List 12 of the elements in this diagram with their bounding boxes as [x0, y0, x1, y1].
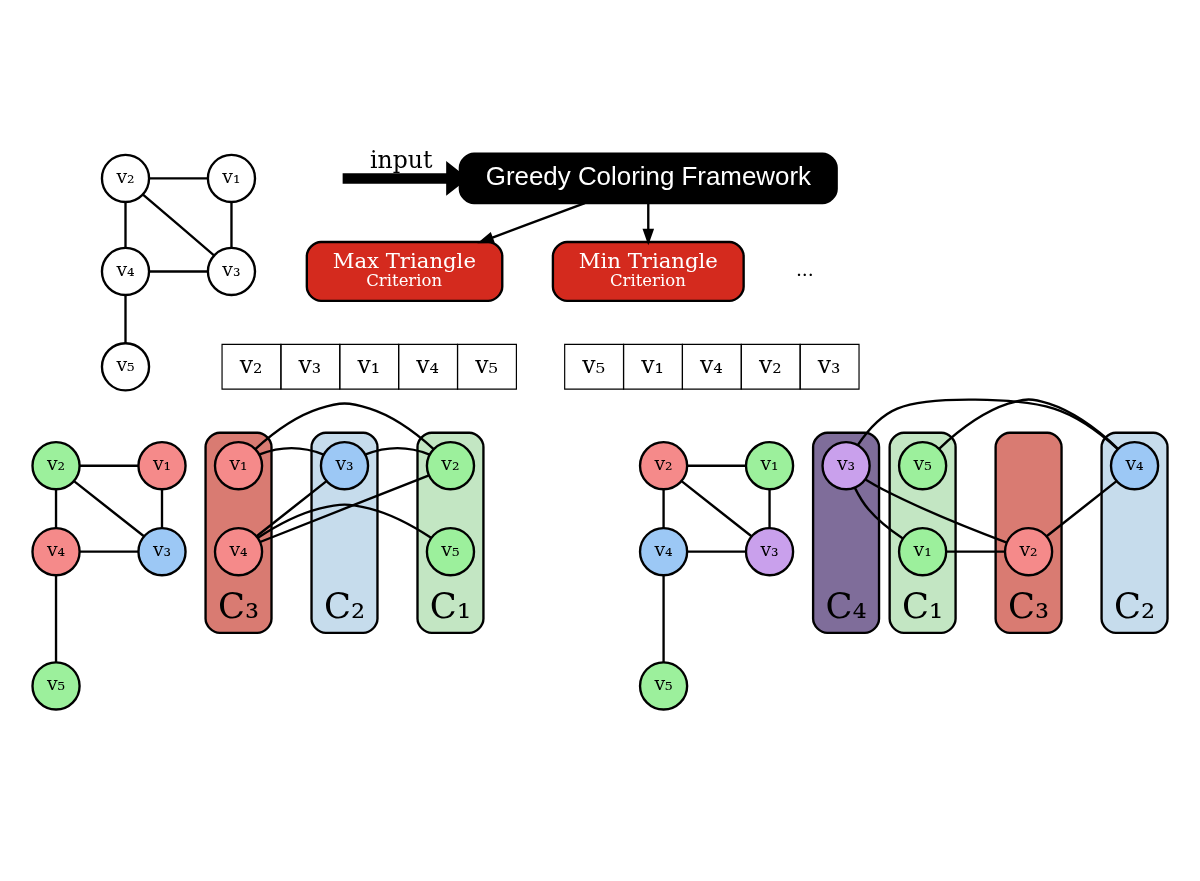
edge-label: input [370, 145, 433, 174]
label: v₂ [758, 350, 782, 379]
label: v₃ [817, 350, 841, 379]
label: v₄ [416, 350, 440, 379]
label: v₅ [475, 350, 498, 379]
label: v₁ [357, 350, 381, 379]
label: v₃ [298, 350, 322, 379]
label: ... [795, 258, 814, 280]
label: v₄ [700, 350, 723, 379]
label: v₁ [641, 350, 664, 379]
label: v₅ [582, 350, 606, 379]
label: v₂ [239, 350, 263, 379]
